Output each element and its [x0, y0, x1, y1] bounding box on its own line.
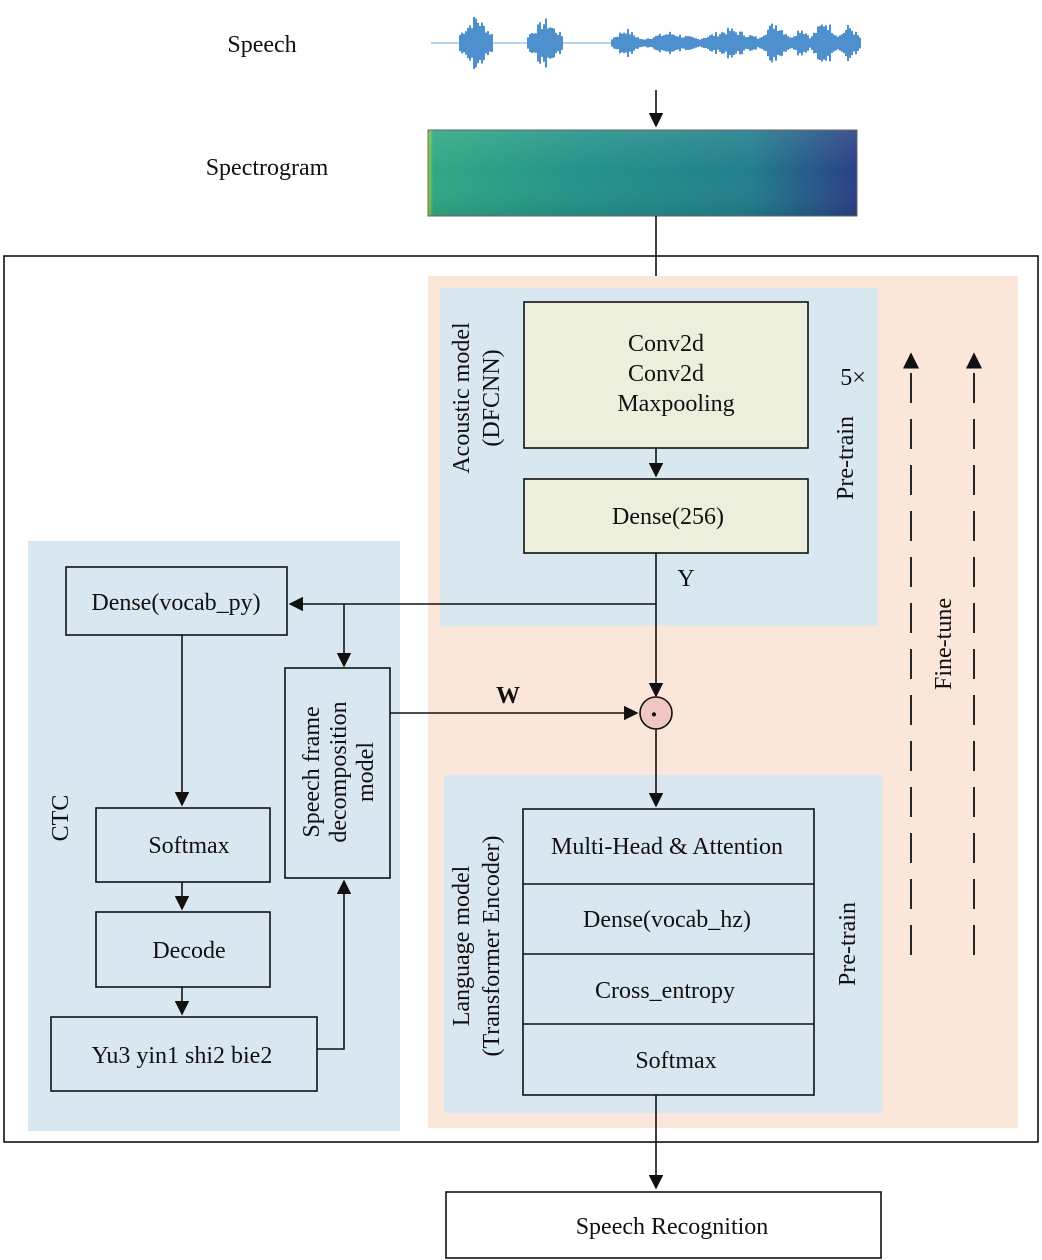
ctc-label: CTC: [48, 795, 74, 842]
arrow-pinyin-to-sfd: [317, 879, 352, 1050]
ctc-softmax-label: Softmax: [148, 833, 229, 859]
ctc-softmax-box: [95, 807, 271, 883]
spectrogram-image: [427, 129, 858, 217]
y-label: Y: [677, 566, 694, 592]
cross-entropy-label: Cross_entropy: [595, 978, 735, 1004]
pinyin-box: [50, 1016, 318, 1092]
acoustic-model-subtitle: (DFCNN): [479, 349, 505, 446]
language-model-subtitle: (Transformer Encoder): [479, 835, 505, 1056]
acoustic-model-title: Acoustic model: [449, 322, 475, 474]
dense-256-label: Dense(256): [612, 504, 724, 530]
sfd-line-1: Speech frame: [299, 706, 325, 837]
conv-line-1: Conv2d: [628, 331, 704, 357]
w-label: W: [496, 683, 520, 709]
pretrain-acoustic-label: Pre-train: [833, 416, 859, 500]
speech-frame-decomposition-box: [284, 667, 391, 879]
fine-tune-label: Fine-tune: [931, 598, 957, 690]
dense-256-box: [523, 478, 809, 554]
speech-recognition-label: Speech Recognition: [576, 1214, 769, 1240]
dense-vocab-py-label: Dense(vocab_py): [91, 590, 260, 616]
conv-line-2: Conv2d: [628, 361, 704, 387]
dense-vocab-py-box: [65, 566, 288, 636]
sfd-line-3: model: [353, 742, 379, 802]
transformer-encoder-stack: [522, 808, 815, 1096]
decode-box: [95, 911, 271, 988]
pretrain-language-label: Pre-train: [835, 902, 861, 986]
maxpooling-line: Maxpooling: [617, 391, 734, 417]
dense-vocab-hz-label: Dense(vocab_hz): [583, 907, 751, 933]
speech-recognition-box: [445, 1191, 882, 1259]
language-model-title: Language model: [449, 865, 475, 1026]
multi-head-attention-label: Multi-Head & Attention: [551, 834, 783, 860]
system-frame: [3, 255, 1039, 1143]
sfd-line-2: decomposition: [326, 701, 352, 842]
spectrogram-label: Spectrogram: [206, 155, 329, 181]
conv-block: [523, 301, 809, 449]
product-dot: ·: [650, 700, 659, 729]
decode-label: Decode: [152, 938, 225, 964]
speech-waveform: [431, 16, 861, 70]
speech-label: Speech: [227, 32, 296, 58]
lm-softmax-label: Softmax: [635, 1048, 716, 1074]
repeat-count: 5×: [840, 365, 866, 391]
pinyin-label: Yu3 yin1 shi2 bie2: [92, 1043, 273, 1069]
